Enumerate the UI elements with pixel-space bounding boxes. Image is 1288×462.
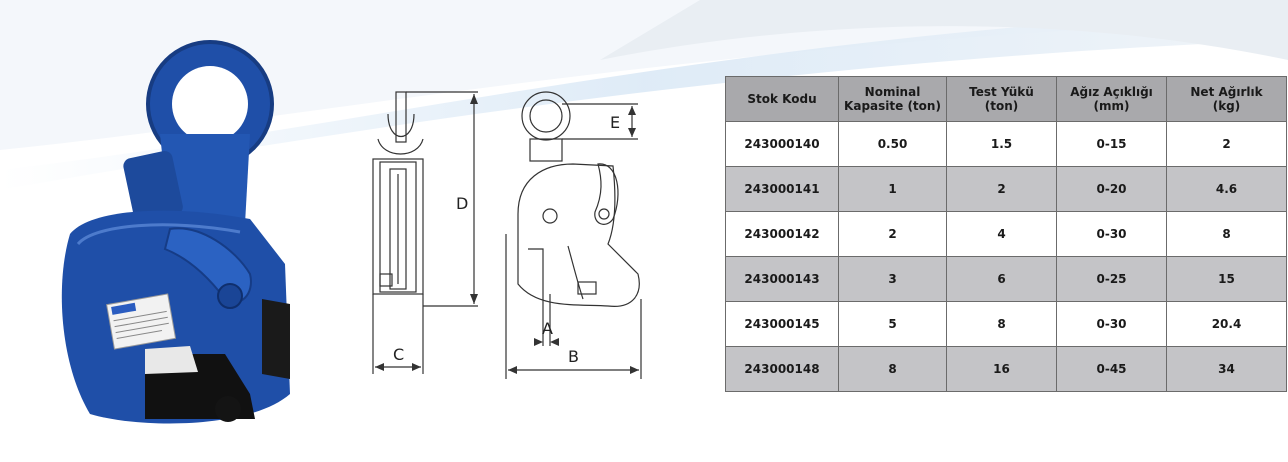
table-cell: 16 (946, 346, 1057, 392)
table-cell: 0.50 (838, 121, 947, 167)
table-cell: 0-45 (1056, 346, 1167, 392)
header-net-agirlik: Net Ağırlık(kg) (1166, 76, 1287, 122)
header-test-yuku: Test Yükü(ton) (946, 76, 1057, 122)
table-row: 243000145 5 8 0-30 20.4 (725, 301, 1287, 347)
table-cell: 243000142 (725, 211, 839, 257)
dimension-label-a: A (542, 319, 553, 338)
table-cell: 6 (946, 256, 1057, 302)
table-cell: 243000148 (725, 346, 839, 392)
table-cell: 34 (1166, 346, 1287, 392)
dimension-label-e: E (610, 113, 620, 132)
table-cell: 15 (1166, 256, 1287, 302)
table-cell: 243000140 (725, 121, 839, 167)
table-cell: 0-30 (1056, 211, 1167, 257)
table-cell: 243000143 (725, 256, 839, 302)
table-cell: 8 (1166, 211, 1287, 257)
table-cell: 3 (838, 256, 947, 302)
table-cell: 0-15 (1056, 121, 1167, 167)
table-cell: 4.6 (1166, 166, 1287, 212)
table-cell: 8 (838, 346, 947, 392)
clamp-jaw (262, 299, 290, 379)
clamp-hinge (123, 150, 183, 222)
table-cell: 1.5 (946, 121, 1057, 167)
table-cell: 0-30 (1056, 301, 1167, 347)
table-cell: 2 (838, 211, 947, 257)
table-cell: 2 (946, 166, 1057, 212)
table-row: 243000143 3 6 0-25 15 (725, 256, 1287, 302)
table-cell: 1 (838, 166, 947, 212)
table-cell: 20.4 (1166, 301, 1287, 347)
dimension-label-c: C (393, 345, 404, 364)
table-cell: 8 (946, 301, 1057, 347)
dimension-label-d: D (456, 194, 468, 213)
table-cell: 5 (838, 301, 947, 347)
table-cell: 4 (946, 211, 1057, 257)
dimension-label-b: B (568, 347, 579, 366)
technical-drawing-side-view: E A B (505, 91, 642, 379)
lifting-clamp-photo (61, 40, 290, 424)
table-row: 243000141 1 2 0-20 4.6 (725, 166, 1287, 212)
table-cell: 243000141 (725, 166, 839, 212)
table-cell: 243000145 (725, 301, 839, 347)
table-row: 243000140 0.50 1.5 0-15 2 (725, 121, 1287, 167)
table-row: 243000142 2 4 0-30 8 (725, 211, 1287, 257)
table-row: 243000148 8 16 0-45 34 (725, 346, 1287, 392)
table-cell: 2 (1166, 121, 1287, 167)
table-cell: 0-20 (1056, 166, 1167, 212)
table-cell: 0-25 (1056, 256, 1167, 302)
header-stok-kodu: Stok Kodu (725, 76, 839, 122)
header-agiz-acikligi: Ağız Açıklığı(mm) (1056, 76, 1167, 122)
technical-drawing-front-view: D C (372, 91, 478, 374)
